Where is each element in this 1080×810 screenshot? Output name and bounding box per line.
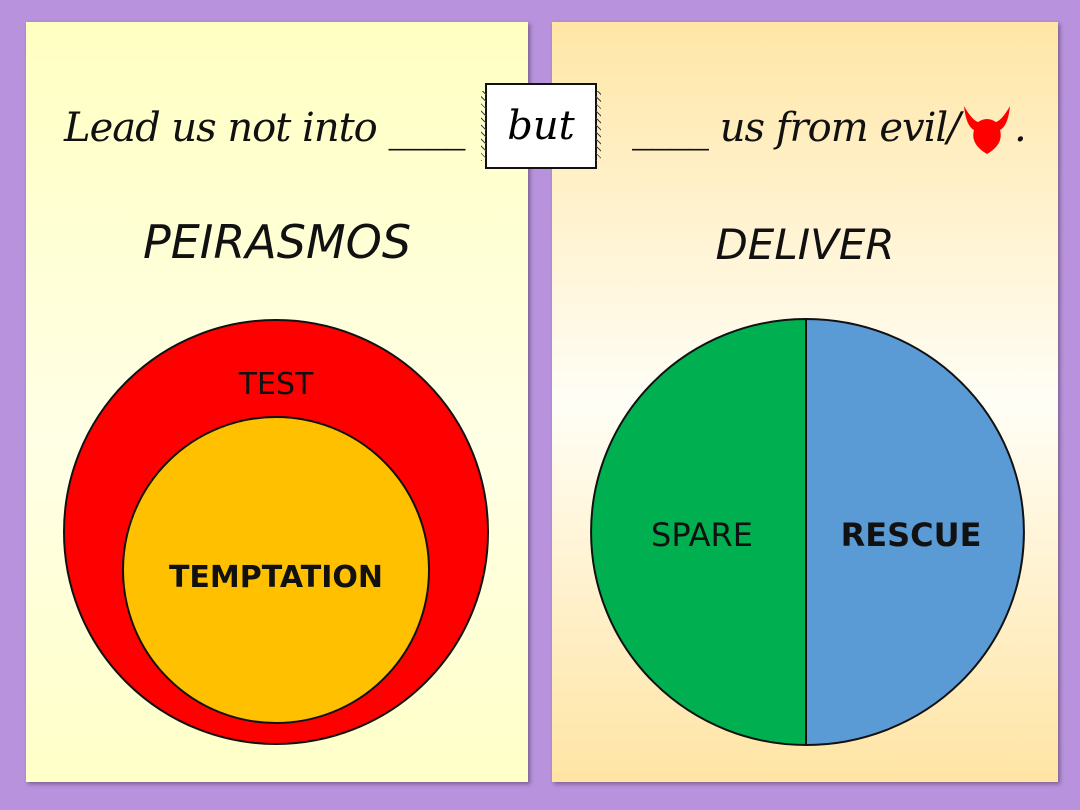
- sentence-part-2: ____ us from evil/: [632, 105, 961, 151]
- spare-label: SPARE: [651, 516, 753, 554]
- sentence-end: .: [1014, 105, 1027, 151]
- temptation-circle: [122, 416, 430, 724]
- peirasmos-heading: PEIRASMOS: [142, 215, 412, 269]
- deliver-heading: DELIVER: [715, 220, 895, 269]
- rescue-half: [805, 317, 1025, 747]
- spare-half: [590, 317, 807, 747]
- connector-box: but: [481, 83, 601, 169]
- rescue-label: RESCUE: [841, 516, 982, 554]
- temptation-label: TEMPTATION: [169, 560, 383, 595]
- sentence-part-1: Lead us not into ____: [64, 105, 465, 151]
- devil-face-icon: [964, 106, 1010, 154]
- test-label: TEST: [238, 367, 314, 402]
